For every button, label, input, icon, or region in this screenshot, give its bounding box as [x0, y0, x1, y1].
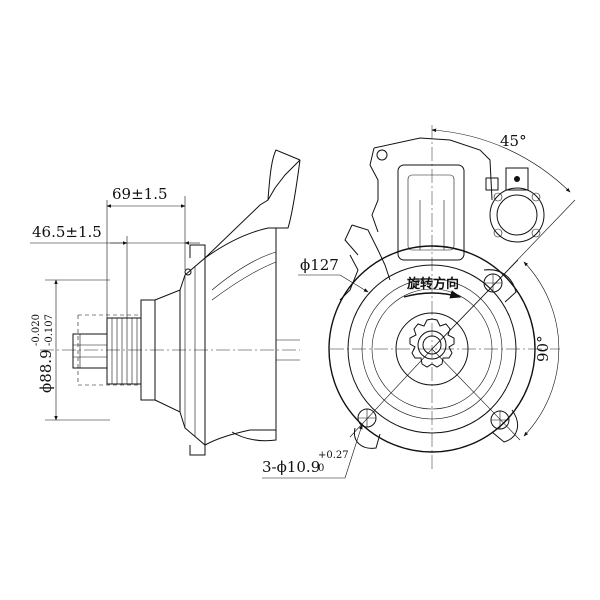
dim-69: 69±1.5 [106, 185, 186, 318]
dim-holes: 3-ϕ10.9 +0.27 0 [262, 424, 363, 479]
solenoid-bracket [344, 137, 499, 281]
angle-90-label: 90° [534, 335, 552, 362]
angle-45: 45° [431, 128, 576, 350]
angle-45-label: 45° [500, 132, 527, 150]
dia-88-9-label: ϕ88.9 [37, 349, 55, 393]
dia-88-9-lower-tol: -0.107 [44, 314, 55, 346]
motor-body-outline [204, 149, 301, 446]
dim-dia-88-9: ϕ88.9 -0.020 -0.107 [31, 279, 110, 421]
rotation-direction: 旋转方向 [403, 276, 462, 299]
dia-88-9-upper-tol: -0.020 [31, 314, 42, 346]
dim-46-5-label: 46.5±1.5 [32, 223, 102, 241]
side-view: 69±1.5 46.5±1.5 ϕ88.9 -0.020 -0.107 [30, 149, 301, 456]
holes-lower-tol: 0 [318, 463, 324, 474]
holes-upper-tol: +0.27 [318, 450, 349, 461]
housing-circle [328, 245, 536, 453]
rotation-label: 旋转方向 [406, 276, 459, 292]
front-view: 45° 90° ϕ127 旋转方向 3-ϕ10.9 +0.27 0 [262, 125, 576, 479]
flange-circle [347, 264, 517, 434]
dia-127-label: ϕ127 [300, 256, 339, 274]
pinion-gear [106, 299, 156, 401]
flange-ears [339, 254, 519, 449]
shaft-nose [72, 314, 140, 386]
pinion-front [409, 318, 455, 368]
holes-label: 3-ϕ10.9 [262, 458, 320, 476]
dim-46-5: 46.5±1.5 [30, 223, 200, 318]
dim-dia-127: ϕ127 [298, 256, 369, 293]
angle-90: 90° [523, 261, 560, 437]
dim-69-label: 69±1.5 [112, 185, 168, 203]
nose-housing [154, 244, 206, 456]
